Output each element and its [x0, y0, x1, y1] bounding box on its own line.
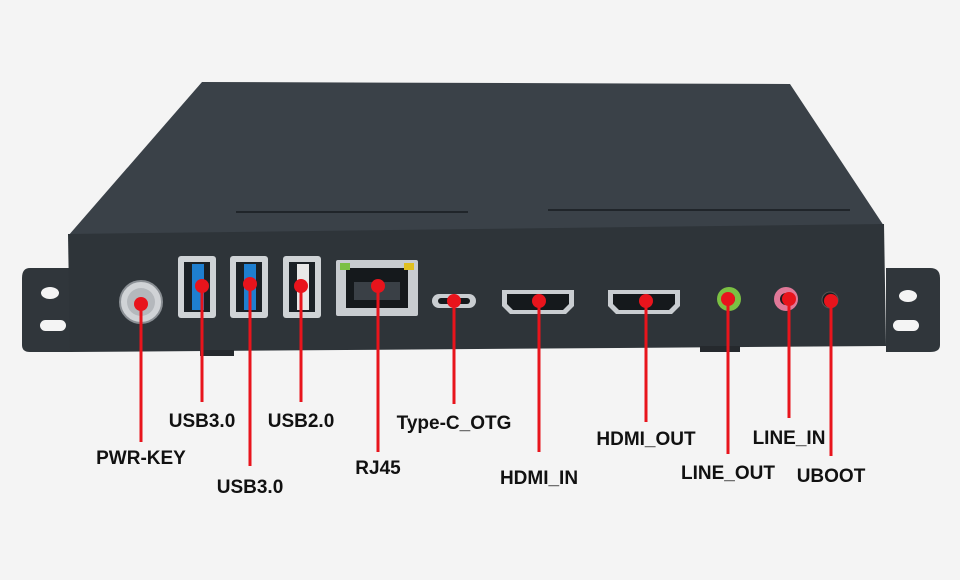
label-type-c-otg: Type-C_OTG — [396, 413, 512, 434]
mount-slot — [40, 320, 66, 331]
label-rj45: RJ45 — [355, 458, 401, 479]
marker-dot-rj45 — [371, 279, 385, 293]
label-usb3-b: USB3.0 — [216, 477, 284, 498]
label-hdmi-out: HDMI_OUT — [596, 429, 696, 450]
mount-hole — [899, 290, 917, 302]
label-hdmi-in: HDMI_IN — [499, 468, 579, 489]
label-line-out: LINE_OUT — [681, 463, 775, 484]
left-mounting-ear — [22, 268, 70, 352]
marker-dot-usb2 — [294, 279, 308, 293]
port-markers — [134, 277, 838, 466]
marker-dot-usb3-a — [195, 279, 209, 293]
label-usb2: USB2.0 — [267, 411, 335, 432]
label-pwr-key: PWR-KEY — [96, 448, 186, 469]
case-foot — [700, 346, 740, 352]
marker-dot-type-c-otg — [447, 294, 461, 308]
mount-hole — [41, 287, 59, 299]
case-top — [68, 82, 884, 236]
right-mounting-ear — [886, 268, 940, 352]
case-front — [68, 224, 886, 352]
case-foot — [200, 350, 234, 356]
marker-dot-line-out — [721, 292, 735, 306]
marker-dot-pwr-key — [134, 297, 148, 311]
marker-dot-uboot — [824, 294, 838, 308]
label-usb3-a: USB3.0 — [168, 411, 236, 432]
mount-slot — [893, 320, 919, 331]
marker-dot-line-in — [782, 292, 796, 306]
marker-dot-hdmi-in — [532, 294, 546, 308]
label-line-in: LINE_IN — [752, 428, 826, 449]
marker-dot-hdmi-out — [639, 294, 653, 308]
label-uboot: UBOOT — [796, 466, 866, 487]
marker-dot-usb3-b — [243, 277, 257, 291]
